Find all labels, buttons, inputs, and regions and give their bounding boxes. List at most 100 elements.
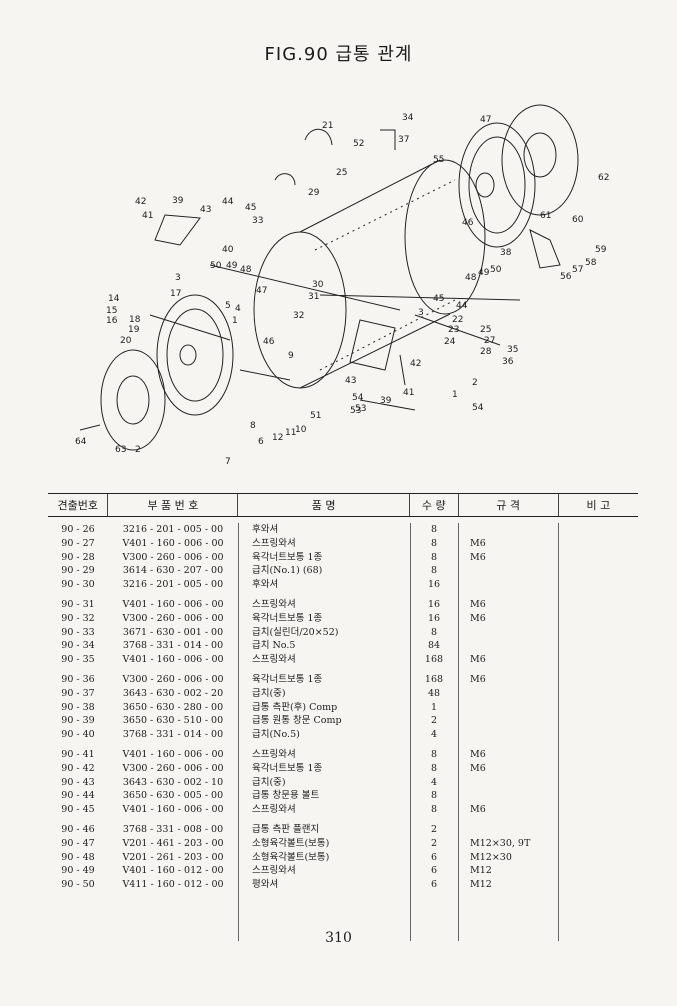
callout-number: 18 [129, 315, 141, 325]
callout-number: 40 [222, 245, 234, 255]
window-cover-right [349, 319, 396, 371]
cell-spec: M6 [470, 598, 486, 610]
cell-part: 3643 - 630 - 002 - 20 [122, 687, 224, 699]
callout-number: 6 [258, 437, 264, 447]
cell-part: 3650 - 630 - 005 - 00 [122, 790, 224, 802]
cell-no: 90 - 50 [61, 879, 95, 891]
cell-part: V401 - 160 - 006 - 00 [122, 654, 224, 666]
cell-qty: 8 [430, 565, 438, 577]
cell-part: V300 - 260 - 006 - 00 [122, 612, 224, 624]
callout-number: 16 [106, 316, 118, 326]
bracket-top [304, 128, 333, 146]
cell-spec: M6 [470, 762, 486, 774]
callout-number: 48 [465, 273, 477, 283]
callout-number: 5 [225, 301, 231, 311]
callout-number: 44 [456, 301, 468, 311]
cell-note [558, 578, 638, 592]
cell-name: 육각너트보통 1종 [252, 673, 323, 685]
cell-name: 육각너트보통 1종 [252, 762, 323, 774]
cell-no: 90 - 38 [61, 701, 95, 713]
cell-part: 3768 - 331 - 014 - 00 [122, 640, 224, 652]
callout-number: 46 [462, 218, 474, 228]
callout-number: 8 [250, 421, 256, 431]
header-part-name: 품 명 [238, 494, 410, 516]
cell-note [558, 864, 638, 878]
cell-note [558, 748, 638, 762]
cell-qty: 6 [430, 851, 438, 863]
window-cover-left [154, 214, 201, 246]
cell-qty: 8 [430, 626, 438, 638]
callout-number: 60 [572, 215, 584, 225]
cell-note [558, 776, 638, 790]
cell-spec [458, 639, 558, 653]
front-flange [100, 349, 166, 451]
cell-no: 90 - 31 [61, 598, 95, 610]
cell-spec [458, 564, 558, 578]
callout-number: 43 [200, 205, 211, 215]
cell-no: 90 - 40 [61, 729, 95, 741]
callout-number: 34 [402, 113, 414, 123]
cell-spec [458, 687, 558, 701]
cell-no: 90 - 27 [61, 537, 95, 549]
callout-number: 96-43 [60, 100, 86, 103]
cell-no: 90 - 35 [61, 654, 95, 666]
cell-no: 90 - 26 [61, 524, 95, 535]
callout-number: 45 [433, 294, 444, 304]
callout-number: 56 [560, 272, 572, 282]
cell-part: 3768 - 331 - 008 - 00 [122, 823, 224, 835]
cell-name: 스프링와셔 [252, 598, 296, 610]
header-note: 비 고 [586, 499, 611, 512]
cell-note [558, 687, 638, 701]
cell-no: 90 - 33 [61, 626, 95, 638]
callout-number: 39 [172, 196, 184, 206]
cell-spec: M6 [470, 537, 486, 549]
cell-qty: 48 [427, 687, 441, 699]
cell-qty: 8 [430, 762, 438, 774]
cell-spec: M6 [470, 673, 486, 685]
cell-spec [458, 701, 558, 715]
cell-spec: M6 [470, 748, 486, 760]
callout-number: 50 [210, 261, 222, 271]
cell-no: 90 - 43 [61, 776, 95, 788]
cell-part: V300 - 260 - 006 - 00 [122, 762, 224, 774]
cell-qty: 168 [424, 654, 444, 666]
callout-number: 62 [598, 173, 609, 183]
cell-name: 급치(중) [252, 687, 286, 699]
callout-number: 32 [293, 311, 304, 321]
callout-number: 30 [312, 280, 324, 290]
cell-name: 스프링와셔 [252, 804, 296, 816]
cell-spec: M12×30 [470, 851, 512, 863]
callout-number: 37 [398, 135, 409, 145]
callout-number: 58 [585, 258, 597, 268]
drum-front-rim [253, 231, 347, 389]
cell-no: 90 - 46 [61, 823, 95, 835]
cell-part: 3643 - 630 - 002 - 10 [122, 776, 224, 788]
callout-number: 49 [226, 261, 238, 271]
callout-number: 57 [572, 265, 583, 275]
callout-number: 7 [225, 457, 231, 467]
callout-number: 1 [452, 390, 458, 400]
cell-spec: M6 [470, 551, 486, 563]
cell-part: 3216 - 201 - 005 - 00 [122, 579, 224, 591]
cell-part: V201 - 461 - 203 - 00 [122, 837, 224, 849]
cell-qty: 8 [430, 551, 438, 563]
cell-note [558, 728, 638, 742]
header-index: 견출번호 [48, 494, 109, 516]
cell-name: 스프링와셔 [252, 654, 296, 666]
callout-number: 4 [235, 304, 241, 314]
callout-number: 44 [222, 197, 234, 207]
page-number: 310 [325, 930, 352, 946]
